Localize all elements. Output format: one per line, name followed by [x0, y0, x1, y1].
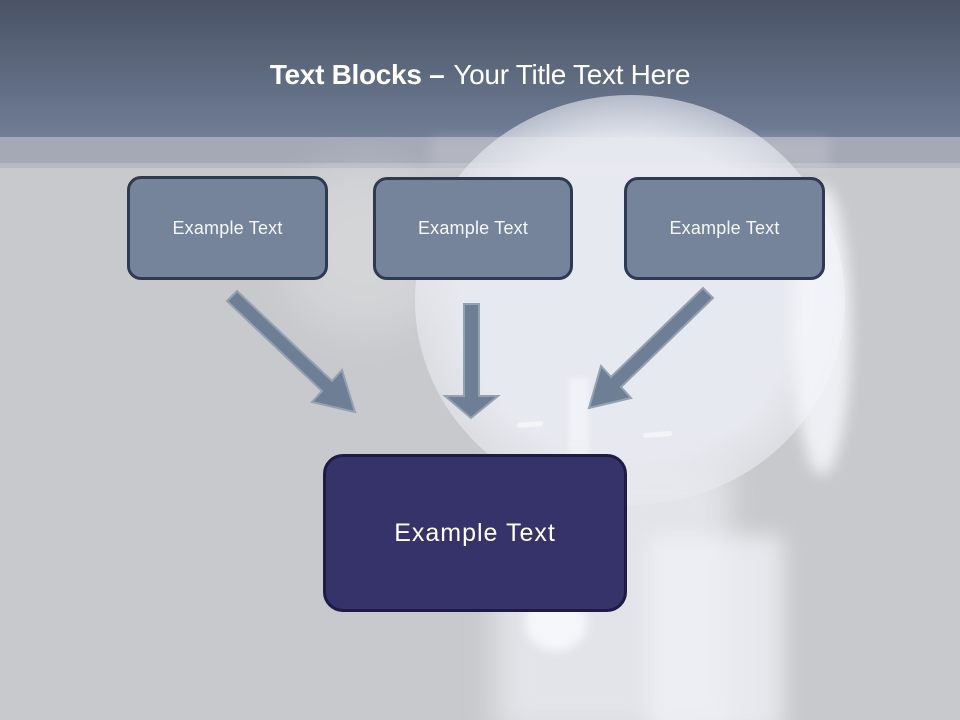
arrow-diagonal-down-right-icon [225, 289, 357, 414]
text-block-3: Example Text [624, 177, 825, 280]
text-block-1-label: Example Text [172, 217, 283, 238]
title-subtitle: Your Title Text Here [453, 58, 691, 90]
center-text-block-label: Example Text [394, 518, 556, 547]
arrow-diagonal-down-left-icon [587, 286, 715, 410]
center-text-block: Example Text [323, 454, 627, 612]
text-block-2-label: Example Text [417, 218, 529, 238]
title-topic: Text Blocks – [269, 58, 445, 90]
text-block-2: Example Text [373, 177, 573, 280]
text-block-1: Example Text [127, 176, 328, 280]
slide-title: Text Blocks – Your Title Text Here [269, 47, 691, 91]
arrow-down-icon [442, 303, 501, 420]
text-block-3-label: Example Text [669, 218, 780, 238]
